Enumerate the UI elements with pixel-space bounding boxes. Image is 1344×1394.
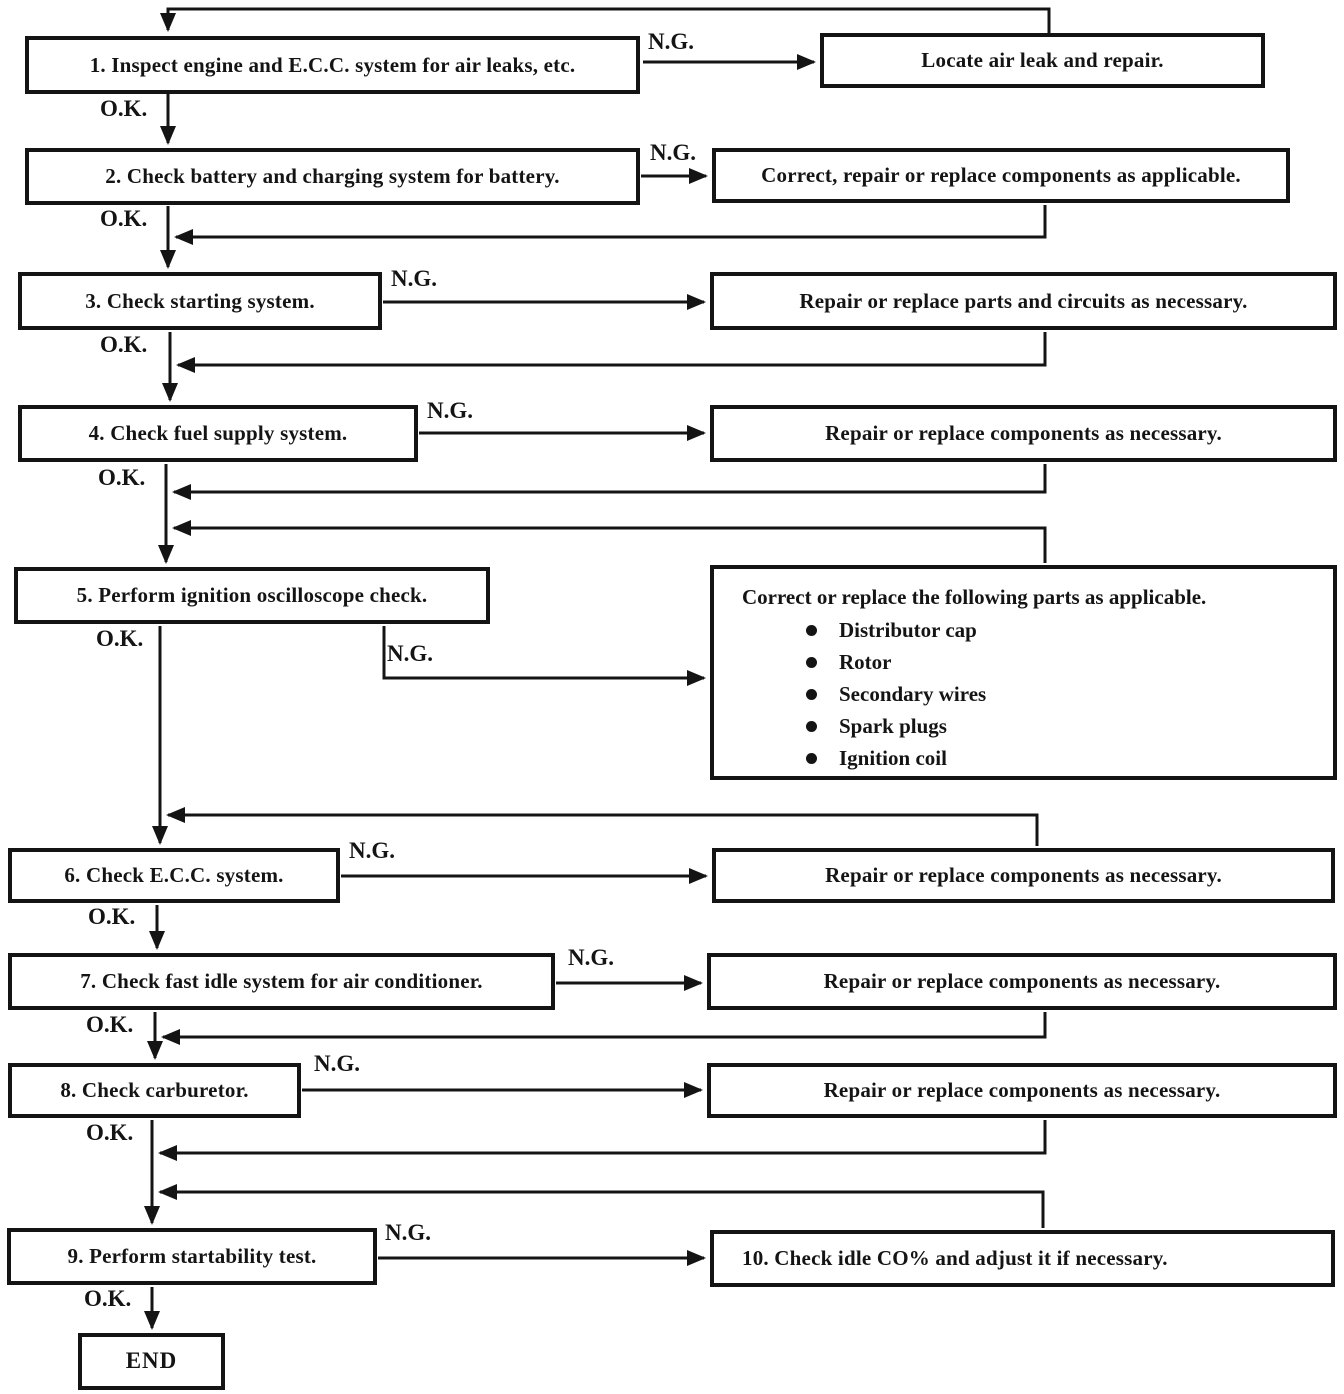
action-repair-starting-box: Repair or replace parts and circuits as …	[710, 272, 1337, 330]
connector-loop-locate-to-step1	[160, 7, 1051, 33]
action-ignition-parts-box: Correct or replace the following parts a…	[710, 565, 1337, 780]
step-9-box: 9. Perform startability test.	[7, 1228, 377, 1285]
step-5-box: 5. Perform ignition oscilloscope check.	[14, 567, 490, 624]
connector-return-repair-ecc	[166, 807, 1039, 846]
list-item: Rotor	[806, 650, 1317, 674]
ng-label-5: N.G.	[387, 641, 433, 666]
step-4-box: 4. Check fuel supply system.	[18, 405, 418, 462]
action-repair-ecc-label: Repair or replace components as necessar…	[825, 863, 1222, 888]
step-1-label: 1. Inspect engine and E.C.C. system for …	[89, 52, 576, 77]
connector-return-repair-fast-idle	[161, 1012, 1047, 1045]
step-3-label: 3. Check starting system.	[85, 288, 315, 313]
connector-return-repair-starting	[176, 332, 1047, 373]
ng-label-4: N.G.	[427, 398, 473, 423]
list-item: Distributor cap	[806, 618, 1317, 642]
ignition-part-label: Ignition coil	[839, 745, 947, 770]
action-repair-carburetor-box: Repair or replace components as necessar…	[707, 1063, 1337, 1118]
connector-return-correct-battery	[174, 205, 1047, 245]
connector-return-repair-fuel	[172, 464, 1047, 500]
ng-label-9: N.G.	[385, 1220, 431, 1245]
action-repair-carburetor-label: Repair or replace components as necessar…	[823, 1078, 1221, 1103]
ignition-part-label: Spark plugs	[839, 713, 947, 738]
step-1-box: 1. Inspect engine and E.C.C. system for …	[25, 36, 640, 94]
step-9-label: 9. Perform startability test.	[67, 1244, 317, 1269]
ok-label-7: O.K.	[86, 1012, 134, 1037]
bullet-icon	[806, 624, 817, 636]
action-correct-battery-label: Correct, repair or replace components as…	[761, 163, 1241, 188]
step-6-label: 6. Check E.C.C. system.	[64, 863, 284, 888]
ng-label-1: N.G.	[648, 29, 694, 54]
ignition-part-label: Rotor	[839, 649, 892, 674]
bullet-icon	[806, 720, 817, 732]
bullet-icon	[806, 752, 817, 764]
step-2-label: 2. Check battery and charging system for…	[105, 164, 560, 189]
step-7-label: 7. Check fast idle system for air condit…	[80, 969, 483, 994]
action-repair-starting-label: Repair or replace parts and circuits as …	[799, 288, 1248, 313]
connector-return-check-idle-co	[158, 1184, 1045, 1228]
list-item: Spark plugs	[806, 714, 1317, 738]
ok-label-2: O.K.	[100, 206, 148, 231]
connector-ng-step5	[382, 626, 706, 686]
action-repair-fast-idle-box: Repair or replace components as necessar…	[707, 953, 1337, 1010]
action-locate-air-leak-label: Locate air leak and repair.	[921, 48, 1164, 73]
connector-return-repair-carburetor	[158, 1120, 1047, 1161]
ng-label-6: N.G.	[349, 838, 395, 863]
step-8-box: 8. Check carburetor.	[8, 1063, 301, 1118]
ok-label-1: O.K.	[100, 96, 148, 121]
step-6-box: 6. Check E.C.C. system.	[8, 848, 340, 903]
step-8-label: 8. Check carburetor.	[60, 1078, 249, 1103]
step-2-box: 2. Check battery and charging system for…	[25, 148, 640, 205]
action-repair-fuel-label: Repair or replace components as necessar…	[825, 421, 1222, 446]
ok-label-4: O.K.	[98, 465, 146, 490]
action-repair-fast-idle-label: Repair or replace components as necessar…	[823, 969, 1221, 994]
ignition-part-label: Distributor cap	[839, 617, 977, 642]
step-10-box: 10. Check idle CO% and adjust it if nece…	[710, 1230, 1335, 1287]
list-item: Secondary wires	[806, 682, 1317, 706]
ok-label-5: O.K.	[96, 626, 144, 651]
end-box: END	[78, 1333, 225, 1390]
step-5-label: 5. Perform ignition oscilloscope check.	[76, 583, 428, 608]
ignition-part-label: Secondary wires	[839, 681, 987, 706]
step-10-label: 10. Check idle CO% and adjust it if nece…	[742, 1246, 1168, 1271]
ok-label-3: O.K.	[100, 332, 148, 357]
ng-label-8: N.G.	[314, 1051, 360, 1076]
bullet-icon	[806, 656, 817, 668]
action-correct-battery-box: Correct, repair or replace components as…	[712, 148, 1290, 203]
action-locate-air-leak-box: Locate air leak and repair.	[820, 33, 1265, 88]
step-3-box: 3. Check starting system.	[18, 272, 382, 330]
step-7-box: 7. Check fast idle system for air condit…	[8, 953, 555, 1010]
action-repair-ecc-box: Repair or replace components as necessar…	[712, 848, 1335, 903]
ok-label-8: O.K.	[86, 1120, 134, 1145]
ng-label-2: N.G.	[650, 140, 696, 165]
list-item: Ignition coil	[806, 746, 1317, 770]
ng-label-3: N.G.	[391, 266, 437, 291]
ng-label-7: N.G.	[568, 945, 614, 970]
step-4-label: 4. Check fuel supply system.	[88, 421, 348, 446]
bullet-icon	[806, 688, 817, 700]
action-repair-fuel-box: Repair or replace components as necessar…	[710, 405, 1337, 462]
ignition-parts-title: Correct or replace the following parts a…	[742, 585, 1207, 609]
ok-label-9: O.K.	[84, 1286, 132, 1311]
ok-label-6: O.K.	[88, 904, 136, 929]
connector-return-ignition-parts	[172, 520, 1047, 563]
end-label: END	[125, 1348, 178, 1374]
